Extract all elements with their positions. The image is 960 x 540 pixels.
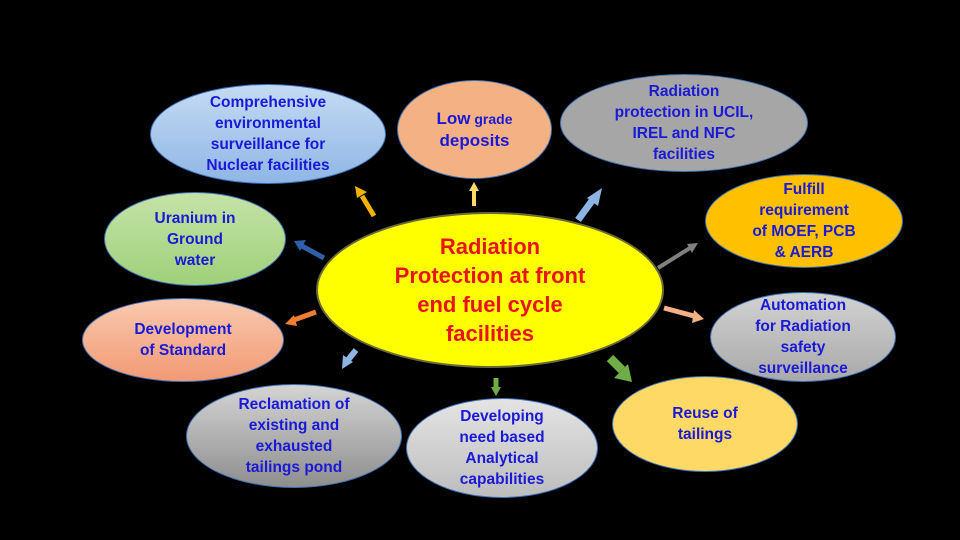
arrow-to-reuse [606,354,626,374]
grade-word: grade [470,110,513,127]
node-analytical-capabilities: Developing need based Analytical capabil… [406,398,598,498]
node-ucil-irel-nfc: Radiation protection in UCIL, IREL and N… [560,74,808,172]
low-word: Low [436,108,471,128]
arrow-to-fulfill-head [687,243,698,253]
node-low-grade-deposits-label: Low grade deposits [436,108,512,152]
arrow-to-standard-head [285,315,297,326]
arrow-to-uranium-head [294,240,306,251]
arrow-to-ucil-head [587,188,602,206]
node-fulfill-requirement-label: Fulfill requirement of MOEF, PCB & AERB [752,181,856,261]
node-low-grade-deposits: Low grade deposits [397,80,552,179]
node-automation: Automation for Radiation safety surveill… [710,292,896,382]
node-reuse-of-tailings: Reuse of tailings [612,376,798,472]
deposits-word: deposits [439,130,510,150]
arrow-to-low-grade-head [469,182,479,191]
node-fulfill-requirement: Fulfill requirement of MOEF, PCB & AERB [705,174,903,268]
node-automation-label: Automation for Radiation safety surveill… [755,297,851,377]
node-analytical-capabilities-label: Developing need based Analytical capabil… [459,408,545,488]
arrow-to-ucil [575,195,597,223]
node-development-of-standard: Development of Standard [82,298,284,382]
node-uranium-ground-water-label: Uranium in Ground water [154,209,236,269]
arrow-to-automation-head [692,310,704,323]
node-reclamation: Reclamation of existing and exhausted ta… [186,384,402,488]
node-uranium-ground-water: Uranium in Ground water [104,192,286,286]
arrow-to-reclamation-head [342,355,353,369]
arrow-to-reclamation [345,348,359,362]
node-environmental-surveillance-label: Comprehensive environmental surveillance… [206,94,330,174]
arrow-to-environment [359,194,377,218]
arrow-to-developing-head [491,387,501,396]
arrow-to-uranium [300,243,326,261]
node-reuse-of-tailings-label: Reuse of tailings [672,405,738,443]
arrow-to-fulfill [656,246,692,270]
node-ucil-irel-nfc-label: Radiation protection in UCIL, IREL and N… [614,83,754,163]
arrow-to-reuse-head [614,364,632,382]
central-topic: Radiation Protection at front end fuel c… [316,212,664,368]
node-reclamation-label: Reclamation of existing and exhausted ta… [238,396,350,476]
arrow-to-environment-head [355,186,367,198]
arrow-to-automation [663,305,695,319]
node-environmental-surveillance: Comprehensive environmental surveillance… [150,84,386,184]
central-topic-label: Radiation Protection at front end fuel c… [394,234,586,346]
node-development-of-standard-label: Development of Standard [134,321,232,359]
arrow-to-standard [293,309,317,323]
